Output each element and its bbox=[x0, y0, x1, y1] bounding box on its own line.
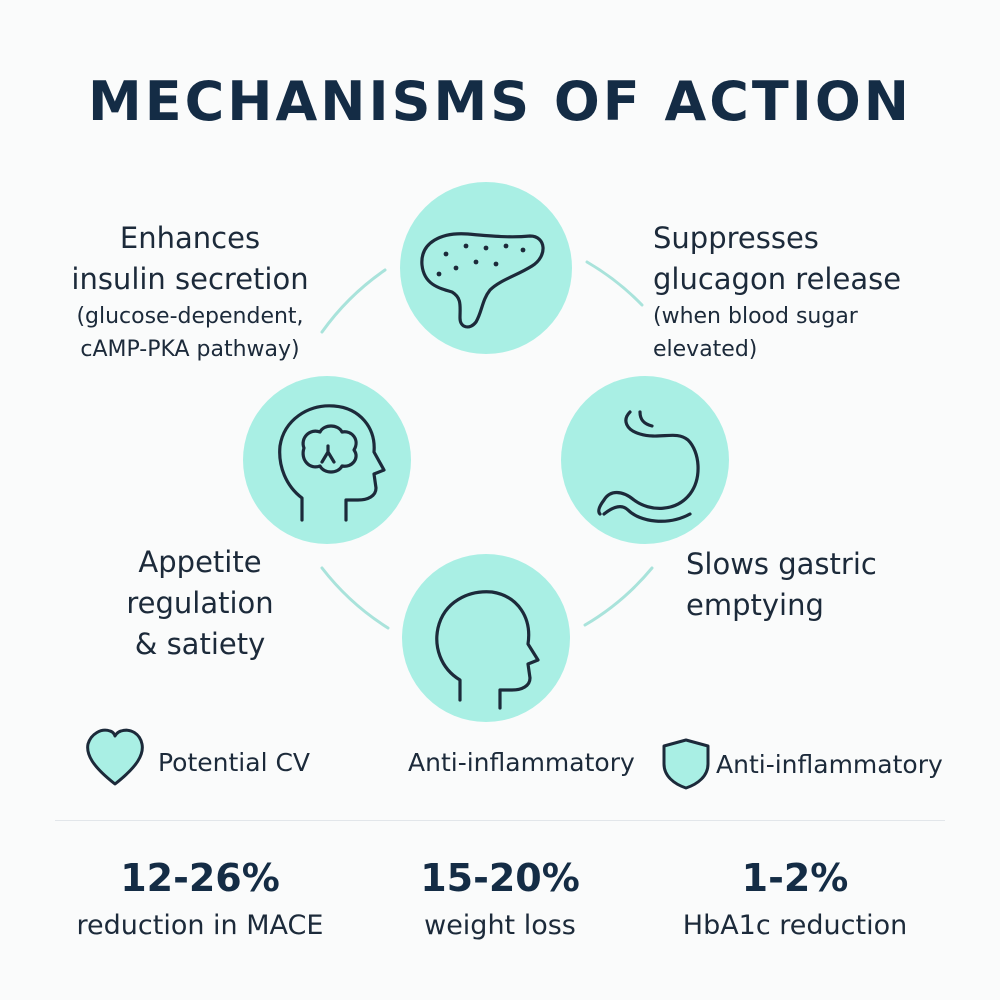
connector-arc-bottom-left bbox=[320, 566, 390, 630]
heart-icon bbox=[86, 728, 144, 786]
mechanism-gastric-title-2: emptying bbox=[686, 588, 824, 622]
connector-arc-bottom-right bbox=[583, 566, 654, 627]
stat-weight: 15-20% weight loss bbox=[350, 850, 650, 946]
head-profile-icon bbox=[435, 590, 540, 710]
page-title: MECHANISMS OF ACTION bbox=[88, 70, 912, 133]
mechanism-appetite: Appetite regulation & satiety bbox=[75, 542, 325, 665]
mechanism-gastric: Slows gastric emptying bbox=[686, 544, 976, 626]
benefit-anti-inflammatory-1: Anti-inflammatory bbox=[408, 748, 635, 777]
mechanism-gastric-title-1: Slows gastric bbox=[686, 547, 877, 581]
benefit-anti-inflammatory-2: Anti-inflammatory bbox=[716, 750, 943, 779]
circle-bottom bbox=[402, 554, 570, 722]
stat-mace-label: reduction in MACE bbox=[76, 910, 324, 941]
circle-top bbox=[400, 182, 572, 354]
pancreas-icon bbox=[420, 232, 545, 329]
mechanism-appetite-title-1: Appetite bbox=[138, 545, 262, 579]
mechanism-appetite-title-2: regulation bbox=[126, 586, 274, 620]
connector-arc-top-left bbox=[320, 268, 387, 334]
brain-head-icon bbox=[278, 404, 386, 522]
connector-arcs bbox=[320, 260, 654, 630]
circle-left bbox=[243, 376, 411, 544]
divider bbox=[55, 820, 945, 821]
mechanism-glucagon-title-2: glucagon release bbox=[653, 262, 902, 296]
mechanism-glucagon: Suppresses glucagon release (when blood … bbox=[653, 218, 953, 366]
stat-hba1c-value: 1-2% bbox=[741, 856, 849, 900]
mechanism-glucagon-detail-1: (when blood sugar bbox=[653, 304, 858, 329]
stat-hba1c-label: HbA1c reduction bbox=[682, 910, 908, 941]
mechanism-glucagon-detail-2: elevated) bbox=[653, 337, 758, 362]
benefit-cv: Potential CV bbox=[158, 748, 311, 777]
mechanism-appetite-title-3: & satiety bbox=[134, 627, 266, 661]
mechanism-insulin: Enhances insulin secretion (glucose-depe… bbox=[40, 218, 340, 366]
stomach-icon bbox=[597, 410, 700, 523]
mechanism-insulin-detail-2: cAMP-PKA pathway) bbox=[80, 337, 300, 362]
stat-mace: 12-26% reduction in MACE bbox=[50, 850, 350, 946]
mechanism-glucagon-title-1: Suppresses bbox=[653, 221, 819, 255]
stat-weight-value: 15-20% bbox=[420, 856, 580, 900]
shield-icon bbox=[662, 738, 710, 790]
stat-mace-value: 12-26% bbox=[120, 856, 280, 900]
stat-weight-label: weight loss bbox=[424, 910, 576, 941]
connector-arc-top-right bbox=[585, 260, 644, 307]
mechanism-insulin-title-2: insulin secretion bbox=[71, 262, 309, 296]
stat-hba1c: 1-2% HbA1c reduction bbox=[645, 850, 945, 946]
mechanism-insulin-title-1: Enhances bbox=[119, 221, 261, 255]
mechanism-insulin-detail-1: (glucose-dependent, bbox=[76, 304, 304, 329]
